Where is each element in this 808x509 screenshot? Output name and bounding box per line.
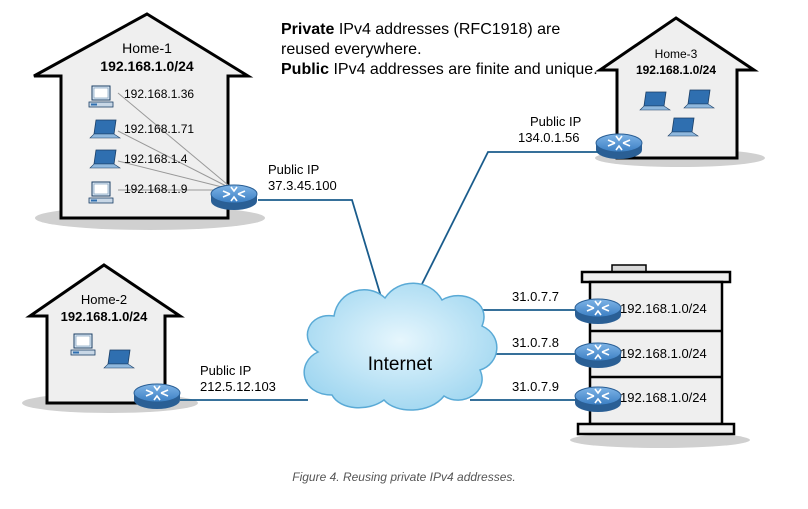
- datacenter-router-3-icon: [574, 386, 622, 413]
- note-public-bold: Public: [281, 61, 330, 78]
- note-private-bold: Private: [281, 21, 335, 38]
- explanation-note: Private IPv4 addresses (RFC1918) are reu…: [281, 20, 611, 80]
- datacenter-roof: [580, 270, 732, 284]
- note-public-text: IPv4 addresses are finite and unique.: [329, 61, 598, 78]
- home-2: Home-2 192.168.1.0/24 Public IP 212.5.12…: [22, 263, 276, 413]
- home-3-public-ip-label: Public IP: [530, 114, 581, 129]
- home-3: Home-3 192.168.1.0/24 Public IP 134.0.1.…: [518, 16, 765, 167]
- home-3-public-ip: 134.0.1.56: [518, 130, 579, 145]
- datacenter-router-2-icon: [574, 342, 622, 369]
- home-1-host-4-icon: [88, 181, 114, 204]
- datacenter-row-3-public-ip: 31.0.7.9: [512, 379, 559, 394]
- home-1-house: [33, 12, 254, 220]
- home-2-desktop-icon: [70, 333, 96, 356]
- link-home-3: [417, 151, 599, 293]
- home-1-host-1-ip: 192.168.1.36: [124, 87, 194, 101]
- home-2-house: [25, 263, 185, 405]
- home-1-subnet: 192.168.1.0/24: [100, 58, 194, 74]
- datacenter-row-1-public-ip: 31.0.7.7: [512, 289, 559, 304]
- home-2-public-ip: 212.5.12.103: [200, 379, 276, 394]
- home-3-name: Home-3: [655, 47, 698, 61]
- home-2-public-ip-label: Public IP: [200, 363, 251, 378]
- home-1-public-ip-label: Public IP: [268, 162, 319, 177]
- home-2-router-icon: [133, 383, 181, 410]
- home-1: Home-1 192.168.1.0/24 192.168.1.36 192.1…: [33, 12, 337, 230]
- internet-cloud: Internet: [303, 282, 498, 411]
- home-1-host-4-ip: 192.168.1.9: [124, 182, 188, 196]
- datacenter-row-2-subnet: 192.168.1.0/24: [620, 346, 707, 361]
- link-home-1: [258, 199, 383, 301]
- home-1-public-ip: 37.3.45.100: [268, 178, 337, 193]
- home-2-subnet: 192.168.1.0/24: [61, 309, 149, 324]
- home-3-house: [595, 16, 759, 160]
- home-2-name: Home-2: [81, 292, 127, 307]
- datacenter-row-3-subnet: 192.168.1.0/24: [620, 390, 707, 405]
- home-1-host-1-icon: [88, 85, 114, 108]
- datacenter-router-1-icon: [574, 298, 622, 325]
- home-1-name: Home-1: [122, 40, 172, 56]
- datacenter: 192.168.1.0/24 192.168.1.0/24 192.168.1.…: [512, 264, 750, 448]
- datacenter-row-1-subnet: 192.168.1.0/24: [620, 301, 707, 316]
- home-1-host-2-ip: 192.168.1.71: [124, 122, 194, 136]
- home-1-router-icon: [210, 184, 258, 211]
- note-private-text: IPv4 addresses (RFC1918) are reused ever…: [281, 21, 561, 58]
- links: [180, 151, 599, 401]
- home-3-router-icon: [595, 133, 643, 160]
- datacenter-shadow: [570, 432, 750, 448]
- home-1-host-3-ip: 192.168.1.4: [124, 152, 188, 166]
- datacenter-row-2-public-ip: 31.0.7.8: [512, 335, 559, 350]
- figure-caption: Figure 4. Reusing private IPv4 addresses…: [292, 470, 516, 484]
- internet-label: Internet: [368, 354, 433, 375]
- home-3-subnet: 192.168.1.0/24: [636, 63, 716, 77]
- datacenter-base: [576, 422, 736, 436]
